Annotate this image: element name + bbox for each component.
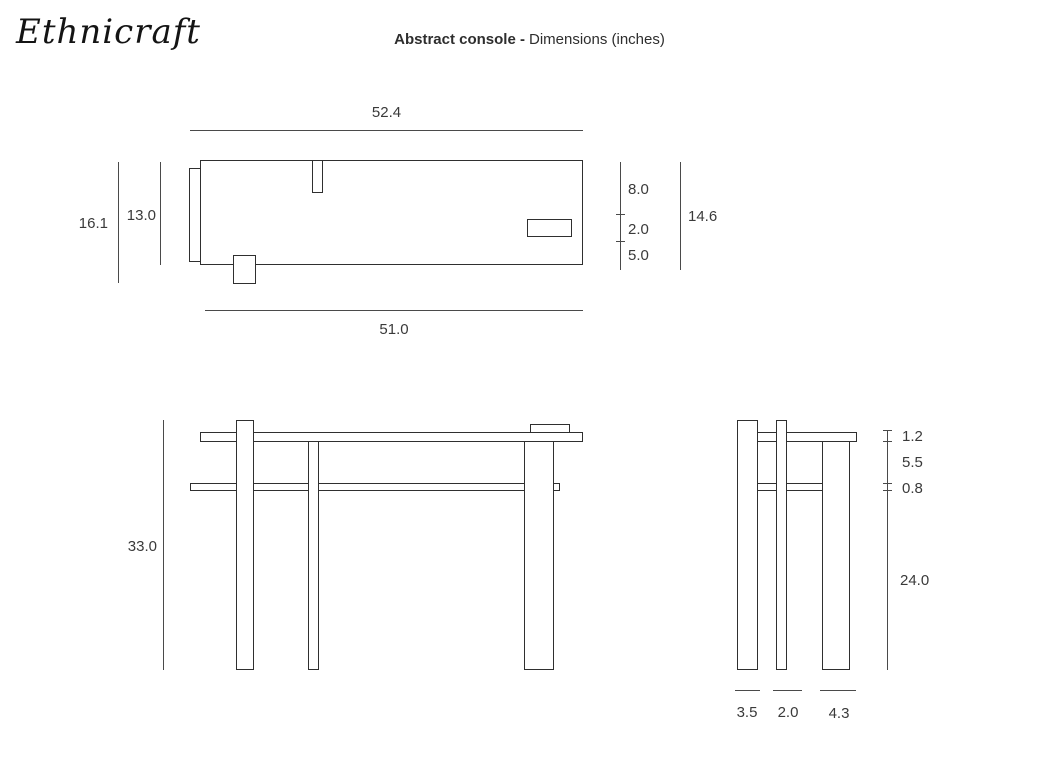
dim-label-leg1-width: 3.5 xyxy=(736,704,758,721)
front-view-top-panel xyxy=(200,432,583,442)
front-view-shelf xyxy=(190,483,560,491)
dim-tick xyxy=(883,441,892,442)
dim-label-right-seg-2: 2.0 xyxy=(628,221,649,238)
title-suffix: Dimensions (inches) xyxy=(528,31,665,48)
dim-label-depth-total: 16.1 xyxy=(78,215,108,232)
dim-line-top-width xyxy=(190,130,583,131)
dim-tick xyxy=(883,483,892,484)
front-view-left-leg xyxy=(236,420,254,670)
dim-line-side-segments xyxy=(887,430,888,670)
dim-line-leg1-width xyxy=(735,690,760,691)
dim-line-right-segments xyxy=(620,162,621,270)
dim-label-leg2-width: 2.0 xyxy=(777,704,799,721)
dim-line-depth-total xyxy=(118,162,119,283)
dim-label-side-seg-1: 1.2 xyxy=(902,428,923,445)
top-view-right-block xyxy=(527,219,572,237)
dim-label-right-seg-3: 5.0 xyxy=(628,247,649,264)
dim-line-leg2-width xyxy=(773,690,802,691)
side-view-middle-leg xyxy=(776,420,787,670)
dim-tick xyxy=(616,214,625,215)
front-view-raised-block xyxy=(530,424,570,433)
dim-label-right-total: 14.6 xyxy=(688,208,718,225)
side-view-left-leg xyxy=(737,420,758,670)
brand-logo: Ethnicraft xyxy=(16,12,201,52)
product-name: Abstract console - xyxy=(394,31,525,48)
dim-tick xyxy=(883,430,892,431)
dim-label-leg3-width: 4.3 xyxy=(828,705,850,722)
front-view-middle-leg xyxy=(308,441,319,670)
dim-label-top-width: 52.4 xyxy=(371,104,402,121)
dim-label-side-seg-3: 0.8 xyxy=(902,480,923,497)
dim-label-right-seg-1: 8.0 xyxy=(628,181,649,198)
front-view-right-leg xyxy=(524,441,554,670)
dim-line-right-total xyxy=(680,162,681,270)
top-view-leg-notch xyxy=(312,160,323,193)
dim-label-front-height: 33.0 xyxy=(127,538,157,555)
dim-label-side-seg-4: 24.0 xyxy=(900,572,930,589)
dim-line-leg3-width xyxy=(820,690,856,691)
top-view-bottom-block xyxy=(233,255,256,284)
dim-line-bottom-width xyxy=(205,310,583,311)
dim-tick xyxy=(883,490,892,491)
dim-label-depth-inner: 13.0 xyxy=(126,207,156,224)
dim-line-front-height xyxy=(163,420,164,670)
dim-label-side-seg-2: 5.5 xyxy=(902,454,923,471)
dim-tick xyxy=(616,241,625,242)
page-title: Abstract console -Dimensions (inches) xyxy=(0,31,1059,48)
top-view-left-tab xyxy=(189,168,201,262)
dim-line-depth-inner xyxy=(160,162,161,265)
dim-label-bottom-width: 51.0 xyxy=(379,321,409,338)
side-view-right-leg xyxy=(822,441,850,670)
top-view-outline xyxy=(200,160,583,265)
